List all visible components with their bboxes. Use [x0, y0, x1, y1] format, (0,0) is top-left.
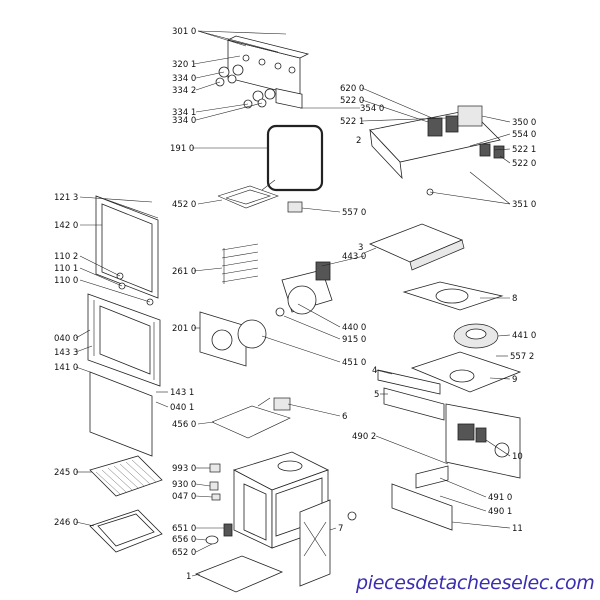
part-label-557-2: 557 2: [510, 352, 534, 362]
part-label-490-1: 490 1: [488, 507, 512, 517]
programmer-bar-part: [391, 465, 453, 531]
part-label-10: 10: [512, 452, 523, 462]
part-label-110-1: 110 1: [54, 264, 78, 274]
part-label-142-0: 142 0: [54, 221, 78, 231]
part-label-651-0: 651 0: [172, 524, 196, 534]
part-label-040-0: 040 0: [54, 334, 78, 344]
part-label-320-1: 320 1: [172, 60, 196, 70]
cooling-fan-part: [453, 323, 499, 349]
part-label-201-0: 201 0: [172, 324, 196, 334]
electronics-bracket-part: [369, 105, 505, 196]
site-watermark: piecesdetacheeselec.com: [355, 572, 595, 594]
door-inner-glass-part: [89, 371, 153, 457]
part-label-047-0: 047 0: [172, 492, 196, 502]
part-label-334-0b: 334 0: [172, 116, 196, 126]
small-fittings-parts: [205, 463, 357, 545]
part-label-554-0: 554 0: [512, 130, 536, 140]
part-label-993-0: 993 0: [172, 464, 196, 474]
part-label-443-0: 443 0: [342, 252, 366, 262]
part-label-915-0: 915 0: [342, 335, 366, 345]
grill-element-part: [217, 179, 303, 213]
part-label-110-0: 110 0: [54, 276, 78, 286]
part-label-8: 8: [512, 294, 517, 304]
base-plate-part: [410, 351, 522, 393]
bottom-plate-part: [194, 555, 284, 593]
door-inner-frame-part: [87, 293, 161, 387]
part-label-5: 5: [374, 390, 379, 400]
part-label-143-3: 143 3: [54, 348, 78, 358]
part-label-334-1: 334 1: [172, 108, 196, 118]
part-label-441-0: 441 0: [512, 331, 536, 341]
part-label-3: 3: [358, 243, 363, 253]
part-label-440-0: 440 0: [342, 323, 366, 333]
part-label-620-0: 620 0: [340, 84, 364, 94]
part-label-110-2: 110 2: [54, 252, 78, 262]
part-label-652-0: 652 0: [172, 548, 196, 558]
part-label-522-0: 522 0: [340, 96, 364, 106]
part-label-9: 9: [512, 375, 517, 385]
top-cover-part: [368, 223, 465, 271]
part-label-522-1: 522 1: [340, 117, 364, 127]
door-front-glass-part: [95, 195, 159, 299]
part-label-456-0: 456 0: [172, 420, 196, 430]
part-label-1: 1: [186, 572, 191, 582]
part-label-334-2: 334 2: [172, 86, 196, 96]
part-label-334-0: 334 0: [172, 74, 196, 84]
part-label-4: 4: [372, 366, 377, 376]
part-number-labels: 301 0 320 1 334 0 334 2 334 1 334 0 620 …: [54, 27, 536, 582]
part-label-261-0: 261 0: [172, 267, 196, 277]
door-gasket-part: [266, 124, 324, 192]
control-panel-part: [226, 35, 310, 109]
part-label-2: 2: [356, 136, 361, 146]
fan-cover-part: [199, 311, 267, 367]
part-label-7: 7: [338, 524, 343, 534]
part-label-522-1b: 522 1: [512, 145, 536, 155]
part-label-930-0: 930 0: [172, 480, 196, 490]
part-label-143-1: 143 1: [170, 388, 194, 398]
wire-rack-part: [89, 455, 163, 497]
side-rack-part: [221, 243, 259, 284]
oven-cavity-part: [232, 451, 330, 549]
top-plate-part: [402, 281, 504, 311]
bottom-element-part: [211, 397, 291, 439]
part-label-557-0: 557 0: [342, 208, 366, 218]
part-label-522-0b: 522 0: [512, 159, 536, 169]
part-label-6: 6: [342, 412, 347, 422]
rail-part: [377, 369, 445, 421]
front-control-panel-part: [445, 403, 521, 479]
fan-motor-part: [275, 261, 333, 317]
part-label-245-0: 245 0: [54, 468, 78, 478]
part-label-350-0: 350 0: [512, 118, 536, 128]
part-label-141-0: 141 0: [54, 363, 78, 373]
part-label-191-0: 191 0: [170, 144, 194, 154]
side-panel-part: [299, 499, 331, 587]
part-label-11: 11: [512, 524, 523, 534]
leader-lines: [75, 30, 511, 577]
baking-tray-part: [89, 509, 163, 553]
part-label-040-1: 040 1: [170, 403, 194, 413]
part-label-246-0: 246 0: [54, 518, 78, 528]
part-label-301-0: 301 0: [172, 27, 196, 37]
part-label-491-0: 491 0: [488, 493, 512, 503]
part-label-351-0: 351 0: [512, 200, 536, 210]
part-label-490-2: 490 2: [352, 432, 376, 442]
part-label-452-0: 452 0: [172, 200, 196, 210]
part-label-656-0: 656 0: [172, 535, 196, 545]
part-label-451-0: 451 0: [342, 358, 366, 368]
part-label-354-0: 354 0: [360, 104, 384, 114]
part-label-121-3: 121 3: [54, 193, 78, 203]
